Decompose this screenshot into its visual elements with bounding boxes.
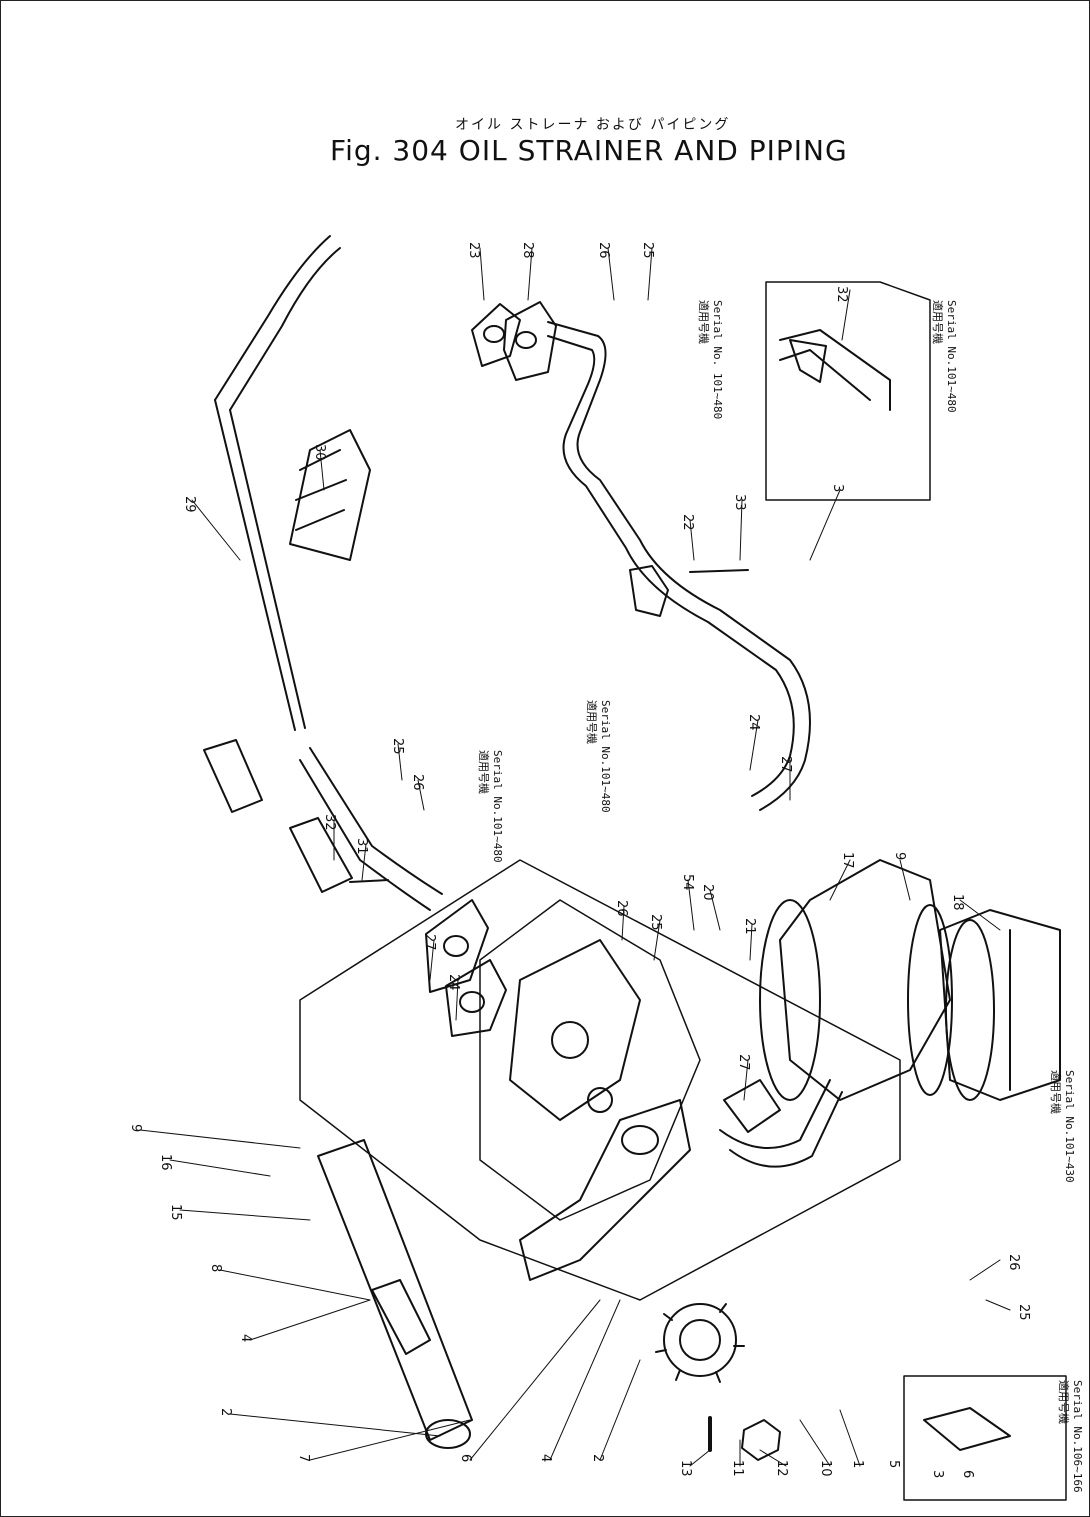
callout-21: 21 xyxy=(742,918,757,935)
callout-23: 23 xyxy=(466,242,481,259)
callout-1: 1 xyxy=(850,1460,865,1468)
callout-29: 29 xyxy=(182,496,197,513)
clip-33 xyxy=(629,565,749,617)
serial-note-jp: 適用号機 xyxy=(1049,1070,1063,1114)
nut-12 xyxy=(741,1419,781,1461)
callout-4: 4 xyxy=(538,1454,553,1462)
elbow-pipe-lower xyxy=(719,1079,843,1168)
callout-28: 28 xyxy=(520,242,535,259)
callout-54: 54 xyxy=(680,874,695,891)
callout-26: 26 xyxy=(1006,1254,1021,1271)
pipe-22 xyxy=(547,321,811,811)
callout-2: 2 xyxy=(218,1408,233,1416)
serial-note-en: Serial No.106~166 xyxy=(1071,1380,1084,1493)
serial-note-jp: 適用号機 xyxy=(477,750,491,794)
serial-note-en: Serial No. 101~480 xyxy=(711,300,724,419)
callout-12: 12 xyxy=(774,1460,789,1477)
serial-note-en: Serial No.101~480 xyxy=(599,700,612,813)
callout-27: 27 xyxy=(778,756,793,773)
clamp-32-upper xyxy=(203,739,263,813)
callout-17: 17 xyxy=(840,852,855,869)
serial-note-en: Serial No.101~480 xyxy=(945,300,958,413)
callout-22: 22 xyxy=(680,514,695,531)
callout-25: 25 xyxy=(1016,1304,1031,1321)
suction-bell-30 xyxy=(289,429,371,561)
callout-25: 25 xyxy=(648,914,663,931)
gasket-9 xyxy=(907,904,953,1096)
callout-5: 5 xyxy=(886,1460,901,1468)
figure-title-text: OIL STRAINER AND PIPING xyxy=(458,134,848,167)
serial-note-jp: 適用号機 xyxy=(931,300,945,344)
callout-25: 25 xyxy=(390,738,405,755)
figure-title-japanese: オイル ストレーナ および パイピング xyxy=(455,117,731,133)
callout-20: 20 xyxy=(700,884,715,901)
pump-arm-6 xyxy=(519,1099,691,1281)
callout-24: 24 xyxy=(446,974,461,991)
callout-9: 9 xyxy=(128,1124,143,1132)
serial-note-jp: 適用号機 xyxy=(1057,1380,1071,1424)
flange-24-left xyxy=(445,959,507,1037)
shaft-8 xyxy=(317,1139,473,1449)
callout-27: 27 xyxy=(736,1054,751,1071)
callout-26: 26 xyxy=(596,242,611,259)
flange-27-left xyxy=(425,899,489,993)
callout-26: 26 xyxy=(614,900,629,917)
flange-23 xyxy=(471,303,521,367)
gear-housing xyxy=(299,859,901,1301)
callout-32: 32 xyxy=(834,286,849,303)
figure-number: Fig. 304 xyxy=(330,134,449,167)
serial-note-en: Serial No.101~480 xyxy=(491,750,504,863)
element-18 xyxy=(939,909,1061,1101)
callout-24: 24 xyxy=(746,714,761,731)
serial-note-jp: 適用号機 xyxy=(697,300,711,344)
callout-16: 16 xyxy=(158,1154,173,1171)
callout-8: 8 xyxy=(208,1264,223,1272)
drive-gear-11 xyxy=(655,1303,745,1383)
callout-10: 10 xyxy=(818,1460,833,1477)
callout-26: 26 xyxy=(410,774,425,791)
figure-title: Fig. 304 OIL STRAINER AND PIPING xyxy=(330,134,848,167)
callout-15: 15 xyxy=(168,1204,183,1221)
pipe-29 xyxy=(214,235,443,911)
strainer-17 xyxy=(759,859,951,1101)
callout-6: 6 xyxy=(458,1454,473,1462)
clamp-32 xyxy=(289,817,389,893)
inset-box-lower xyxy=(903,1375,1067,1501)
callout-18: 18 xyxy=(950,894,965,911)
callout-30: 30 xyxy=(312,444,327,461)
callout-11: 11 xyxy=(730,1460,745,1477)
callout-31: 31 xyxy=(354,838,369,855)
flange-28 xyxy=(503,301,557,381)
callout-9: 9 xyxy=(892,852,907,860)
callout-2: 2 xyxy=(590,1454,605,1462)
callout-27: 27 xyxy=(422,934,437,951)
callout-3: 3 xyxy=(930,1470,945,1478)
callout-25: 25 xyxy=(640,242,655,259)
callout-7: 7 xyxy=(296,1454,311,1462)
callout-3: 3 xyxy=(830,484,845,492)
callout-6: 6 xyxy=(960,1470,975,1478)
callout-4: 4 xyxy=(238,1334,253,1342)
callout-33: 33 xyxy=(732,494,747,511)
inset-box-upper xyxy=(765,281,931,501)
callout-13: 13 xyxy=(678,1460,693,1477)
leader-lines xyxy=(139,247,1011,1467)
serial-note-jp: 適用号機 xyxy=(585,700,599,744)
serial-note-en: Serial No.101~430 xyxy=(1063,1070,1076,1183)
callout-32: 32 xyxy=(322,814,337,831)
